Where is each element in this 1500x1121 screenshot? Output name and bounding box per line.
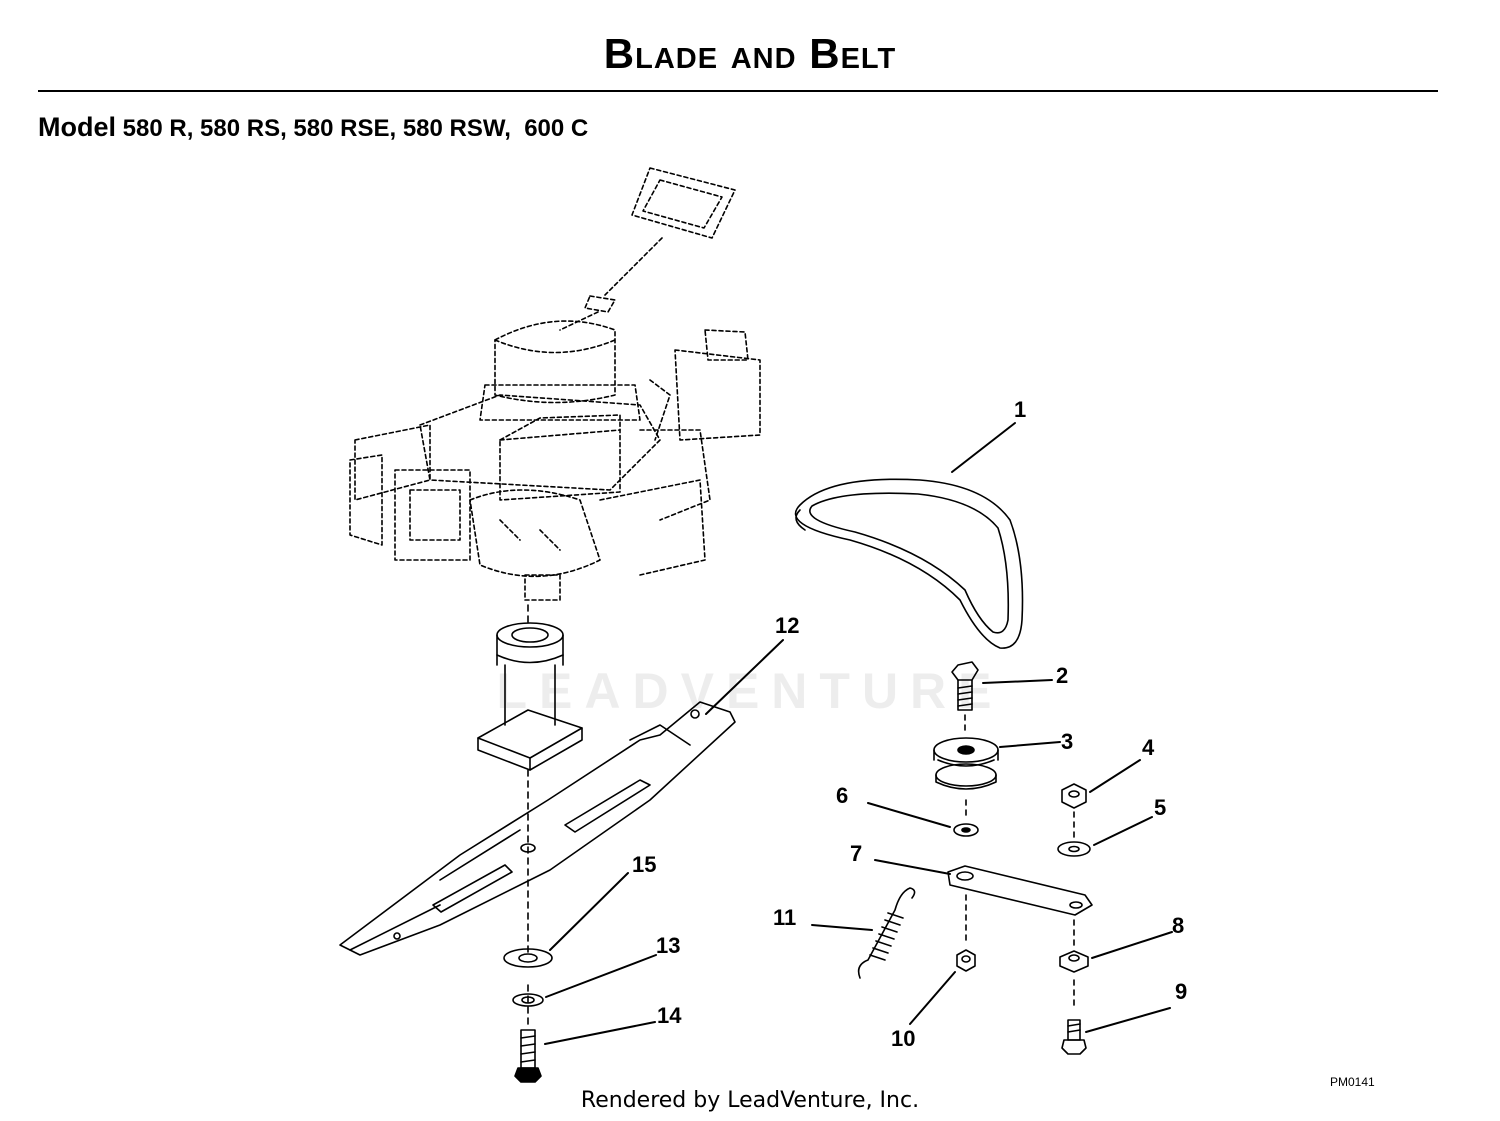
callout-1: 1 [1014, 397, 1026, 422]
callout-10: 10 [891, 1026, 915, 1051]
callout-2: 2 [1056, 663, 1068, 688]
callout-13: 13 [656, 933, 680, 958]
callout-11: 11 [773, 905, 796, 930]
idler-pulley-part [933, 737, 999, 790]
callout-12: 12 [775, 613, 799, 638]
engine-illustration [349, 167, 761, 601]
title-divider [38, 90, 1438, 92]
blade-bolt-part [514, 1029, 542, 1083]
model-list: 580 R, 580 RS, 580 RSE, 580 RSW, 600 C [116, 115, 589, 142]
callout-14: 14 [657, 1003, 682, 1028]
model-line: Model 580 R, 580 RS, 580 RSE, 580 RSW, 6… [38, 112, 588, 143]
render-credit: Rendered by LeadVenture, Inc. [580, 1088, 920, 1113]
model-label: Model [38, 112, 116, 142]
tension-spring-part [857, 887, 916, 979]
page-title: Blade and Belt [603, 30, 897, 77]
lock-washer-part [512, 993, 544, 1007]
leader-lines [544, 422, 1173, 1045]
mower-blade-part [339, 701, 736, 956]
washer-part [503, 948, 553, 968]
callout-4: 4 [1142, 735, 1155, 760]
pulley-bolt-part [951, 661, 979, 711]
watermark-text: LEADVENTURE [496, 663, 1004, 719]
callout-3: 3 [1061, 729, 1073, 754]
lock-nut-part [1061, 783, 1087, 809]
blade-adapter-part [477, 622, 583, 771]
flange-nut-part [1059, 950, 1089, 973]
idler-arm-part [947, 865, 1093, 916]
flat-washer-part [1057, 841, 1091, 857]
callout-9: 9 [1175, 979, 1187, 1004]
spacer-part [953, 823, 979, 837]
nut-part [956, 949, 976, 972]
callout-8: 8 [1172, 913, 1184, 938]
callout-numbers: 1 2 3 4 5 6 7 8 9 10 11 12 15 13 14 [632, 397, 1187, 1051]
callout-5: 5 [1154, 795, 1166, 820]
diagram-code: PM0141 [1330, 1075, 1375, 1089]
callout-13-15: 15 [632, 852, 656, 877]
callout-7: 7 [850, 841, 862, 866]
callout-6: 6 [836, 783, 848, 808]
drive-belt-part [794, 478, 1024, 649]
arm-bolt-part [1061, 1019, 1087, 1055]
